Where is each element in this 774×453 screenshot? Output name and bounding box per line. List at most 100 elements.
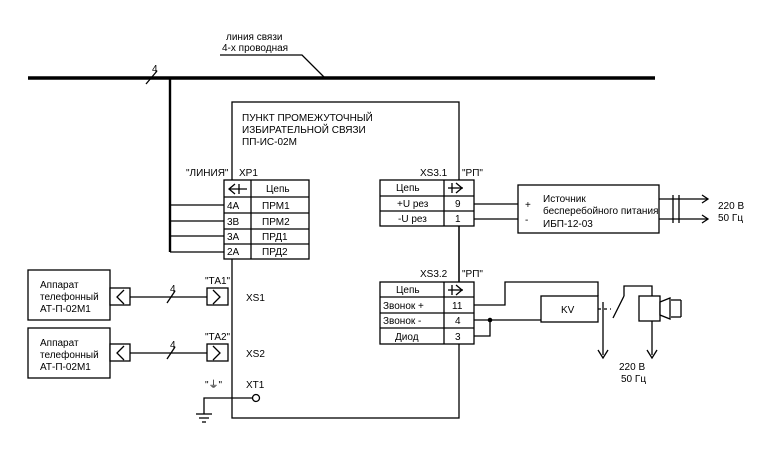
phone-2: Аппарат телефонный АТ-П-02М1 4 "ТА2" XS2	[27, 327, 265, 379]
xs31-circuit-header: Цепь	[396, 183, 420, 194]
xs31-table	[379, 179, 475, 227]
xp1-quoted-label: "ЛИНИЯ"	[186, 168, 229, 179]
diode-wire	[474, 320, 491, 337]
xp1-circuit: ПРД2	[262, 247, 288, 258]
arrow-down-icon	[646, 349, 658, 360]
xp1-pin: 3А	[227, 232, 240, 243]
arrow-right-icon	[701, 194, 710, 204]
phone-2-socket: XS2	[246, 349, 265, 360]
main-unit-title-1: ПУНКТ ПРОМЕЖУТОЧНЫЙ	[242, 111, 373, 124]
phone-1-line-2: телефонный	[40, 291, 99, 303]
phone-2-jack-label: "ТА2"	[205, 332, 231, 343]
phone-2-line-3: АТ-П-02М1	[40, 362, 91, 373]
plug-icon	[116, 289, 125, 305]
ups-mains-voltage: 220 В	[718, 201, 744, 212]
plug-icon	[116, 345, 125, 361]
xs32-circuit: Звонок -	[383, 316, 421, 327]
xp1-pin: 3В	[227, 217, 240, 228]
xp1-circuit: ПРД1	[262, 232, 288, 243]
xs31-circuit: +U рез	[397, 199, 429, 210]
ground-terminal: XT1 "⏚"	[196, 379, 265, 423]
ground-wire	[203, 397, 252, 414]
bell-relay-circuit: KV 220 В 50 Гц	[474, 281, 682, 385]
phone-1-jack-label: "ТА1"	[205, 276, 231, 287]
phone-2-plug-box	[109, 343, 131, 362]
xs32-designator: XS3.2	[420, 269, 448, 280]
xp1-pin: 2А	[227, 247, 240, 258]
ground-icon	[196, 413, 212, 423]
xp1-circuit-header: Цепь	[266, 184, 290, 195]
bell-horn-icon	[659, 297, 682, 320]
relay-kv-box	[540, 295, 599, 323]
xp1-circuit: ПРМ1	[262, 201, 290, 212]
ups-mains-frequency: 50 Гц	[718, 213, 743, 224]
phone-2-line-1: Аппарат	[40, 338, 79, 349]
socket-icon	[212, 289, 221, 305]
relay-mains-voltage: 220 В	[619, 362, 645, 373]
xs31-pin: 1	[455, 214, 461, 225]
comm-line-label-1: линия связи	[226, 32, 283, 43]
phone-1: Аппарат телефонный АТ-П-02М1 4 "ТА1" XS1	[27, 269, 265, 321]
plug-icon	[227, 183, 247, 195]
xs32-circuit: Диод	[395, 332, 419, 343]
connector-xs31: XS3.1 "РП" Цепь +U рез 9 -U рез 1	[379, 168, 483, 227]
main-unit-title-2: ИЗБИРАТЕЛЬНОЙ СВЯЗИ	[242, 123, 366, 136]
arrow-down-icon	[597, 349, 609, 360]
main-unit-title-3: ПП-ИС-02М	[242, 137, 297, 148]
xp1-table	[223, 179, 310, 260]
ground-terminal-screw	[251, 393, 261, 403]
phone-2-socket-box	[206, 343, 229, 362]
line-drop	[168, 78, 224, 253]
phone-1-socket: XS1	[246, 293, 265, 304]
xs31-quoted-label: "РП"	[462, 168, 483, 179]
xs31-pin: 9	[455, 199, 461, 210]
comm-line: 4 линия связи 4-х проводная	[28, 32, 655, 85]
connector-xp1: "ЛИНИЯ" ХР1 Цепь 4А ПРМ1 3В ПРМ2 3А ПРД1…	[186, 168, 310, 260]
xs31-designator: XS3.1	[420, 168, 448, 179]
xs31-circuit: -U рез	[398, 214, 427, 225]
ups: + - Источник бесперебойного питания ИБП-…	[517, 184, 744, 234]
socket-icon	[448, 182, 464, 194]
bell-supply-wire	[623, 285, 653, 296]
bell-plus-wire	[474, 281, 599, 306]
xs32-circuit-header: Цепь	[396, 285, 420, 296]
ground-symbol-label: "⏚"	[205, 379, 223, 391]
ups-plus-sign: +	[525, 200, 531, 211]
xs32-pin: 11	[452, 301, 463, 312]
phone-1-socket-box	[206, 287, 229, 306]
relay-mains-frequency: 50 Гц	[621, 374, 646, 385]
phone-1-line-3: АТ-П-02М1	[40, 304, 91, 315]
comm-line-leader	[220, 54, 326, 79]
xs32-quoted-label: "РП"	[462, 269, 483, 280]
socket-icon	[212, 345, 221, 361]
phone-1-box	[27, 269, 111, 321]
socket-icon	[448, 284, 464, 296]
xs32-pin: 3	[455, 332, 461, 343]
arrow-right-icon	[701, 214, 710, 224]
comm-line-wire-mark	[145, 70, 158, 85]
phone-1-wire-count: 4	[170, 284, 176, 295]
phone-2-box	[27, 327, 111, 379]
xp1-pin: 4А	[227, 201, 240, 212]
xs32-pin: 4	[455, 316, 461, 327]
ups-name-1: Источник	[543, 194, 586, 205]
phone-2-line-2: телефонный	[40, 349, 99, 361]
relay-kv-label: KV	[561, 305, 575, 316]
phone-2-wire-count: 4	[170, 340, 176, 351]
junction-dot	[487, 317, 493, 323]
ups-name-2: бесперебойного питания	[543, 205, 658, 217]
connector-xs32: XS3.2 "РП" Цепь Звонок + 11 Звонок - 4 Д…	[379, 269, 483, 345]
relay-contact	[612, 295, 625, 319]
phone-1-line-1: Аппарат	[40, 280, 79, 291]
phone-1-wire-mark	[166, 290, 176, 304]
xp1-designator: ХР1	[239, 168, 258, 179]
bell-box	[638, 295, 661, 322]
xs32-circuit: Звонок +	[383, 301, 424, 312]
comm-line-label-2: 4-х проводная	[222, 43, 288, 54]
xp1-circuit: ПРМ2	[262, 217, 290, 228]
ups-box	[517, 184, 660, 234]
main-unit-box	[231, 101, 460, 419]
phone-1-plug-box	[109, 287, 131, 306]
phone-2-wire-mark	[166, 346, 176, 360]
